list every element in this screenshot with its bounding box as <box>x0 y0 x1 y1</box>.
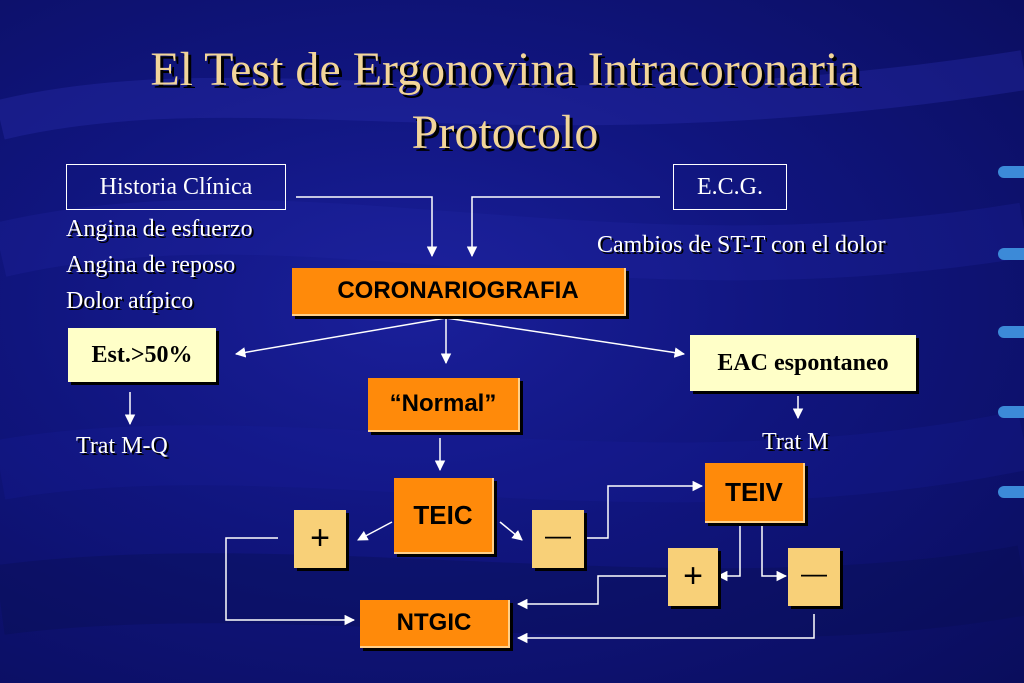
decor-tick <box>998 166 1024 178</box>
ecg-note: Cambios de ST-T con el dolor <box>597 232 886 258</box>
historia-item: Angina de esfuerzo <box>66 216 253 242</box>
decor-tick <box>998 406 1024 418</box>
trat-mq-label: Trat M-Q <box>76 433 168 459</box>
trat-m-label: Trat M <box>762 429 829 455</box>
slide-subtitle: Protocolo <box>411 106 599 159</box>
teic-box: TEIC <box>394 478 494 554</box>
decor-tick <box>998 248 1024 260</box>
ntgic-box: NTGIC <box>360 600 510 648</box>
decor-tick <box>998 326 1024 338</box>
teic-positive-box: + <box>294 510 346 568</box>
teiv-box: TEIV <box>705 463 805 523</box>
ecg-box: E.C.G. <box>673 164 787 210</box>
decor-tick <box>998 486 1024 498</box>
historia-clinica-box: Historia Clínica <box>66 164 286 210</box>
historia-item: Dolor atípico <box>66 288 194 314</box>
historia-item: Angina de reposo <box>66 252 236 278</box>
teic-negative-box: — <box>532 510 584 568</box>
teiv-positive-box: + <box>668 548 718 606</box>
teiv-negative-box: — <box>788 548 840 606</box>
normal-box: “Normal” <box>368 378 520 432</box>
slide-title: El Test de Ergonovina Intracoronaria <box>150 43 860 96</box>
eac-box: EAC espontaneo <box>690 335 916 391</box>
coronariografia-box: CORONARIOGRAFIA <box>292 268 626 316</box>
estenosis-box: Est.>50% <box>68 328 216 382</box>
